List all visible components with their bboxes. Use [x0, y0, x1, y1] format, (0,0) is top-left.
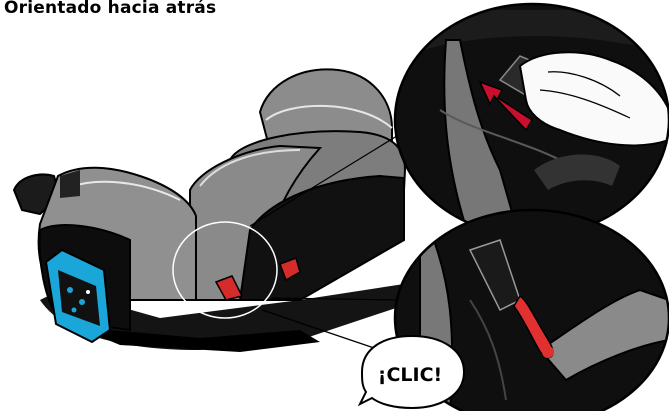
clic-callout-text: ¡CLIC! — [378, 364, 442, 386]
zoom-detail-upper — [395, 4, 669, 240]
clic-callout: ¡CLIC! — [356, 336, 464, 408]
